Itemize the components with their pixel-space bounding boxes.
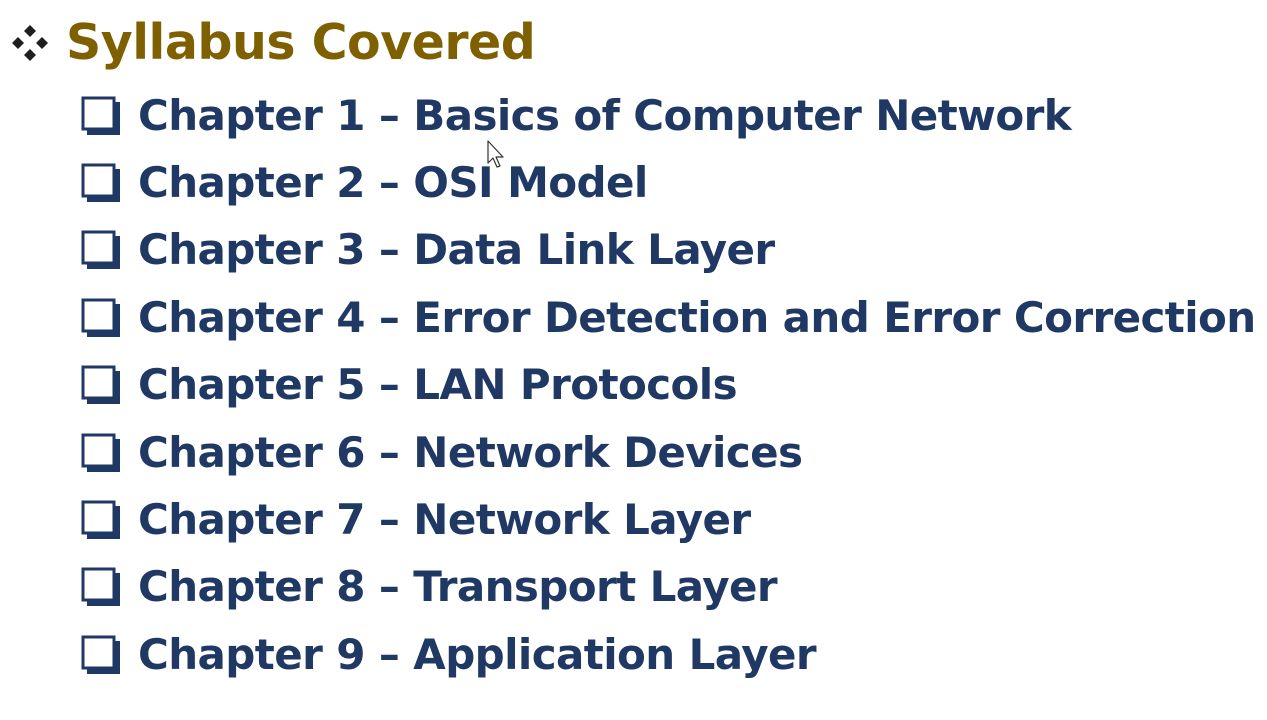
list-item: Chapter 1 – Basics of Computer Network xyxy=(80,82,1256,149)
chapter-label: Chapter 9 – Application Layer xyxy=(138,629,817,679)
list-item: Chapter 7 – Network Layer xyxy=(80,486,1256,553)
chapter-label: Chapter 5 – LAN Protocols xyxy=(138,360,738,410)
chapter-list: Chapter 1 – Basics of Computer Network C… xyxy=(80,82,1256,689)
checkbox-icon xyxy=(81,365,120,405)
list-item: Chapter 8 – Transport Layer xyxy=(80,554,1256,621)
checkbox-icon xyxy=(81,96,120,135)
chapter-label: Chapter 3 – Data Link Layer xyxy=(138,225,775,275)
list-item: Chapter 9 – Application Layer xyxy=(80,621,1256,688)
checkbox-icon xyxy=(81,230,120,270)
chapter-label: Chapter 6 – Network Devices xyxy=(138,427,803,477)
chapter-label: Chapter 4 – Error Detection and Error Co… xyxy=(138,292,1256,342)
four-diamond-bullet-icon xyxy=(12,25,48,61)
list-item: Chapter 6 – Network Devices xyxy=(80,419,1256,486)
list-item: Chapter 4 – Error Detection and Error Co… xyxy=(80,284,1256,351)
checkbox-icon xyxy=(81,298,120,337)
checkbox-icon xyxy=(81,635,120,674)
chapter-label: Chapter 8 – Transport Layer xyxy=(138,562,778,612)
chapter-label: Chapter 1 – Basics of Computer Network xyxy=(138,90,1072,140)
checkbox-icon xyxy=(81,433,120,472)
title-row: Syllabus Covered xyxy=(10,12,536,74)
chapter-label: Chapter 7 – Network Layer xyxy=(138,495,751,545)
list-item: Chapter 3 – Data Link Layer xyxy=(80,217,1256,284)
chapter-label: Chapter 2 – OSI Model xyxy=(138,158,648,208)
checkbox-icon xyxy=(81,163,120,203)
checkbox-icon xyxy=(81,567,120,607)
slide-title: Syllabus Covered xyxy=(66,14,536,71)
mouse-cursor-icon xyxy=(487,140,504,168)
list-item: Chapter 2 – OSI Model xyxy=(80,149,1256,216)
checkbox-icon xyxy=(81,500,120,540)
list-item: Chapter 5 – LAN Protocols xyxy=(80,352,1256,419)
